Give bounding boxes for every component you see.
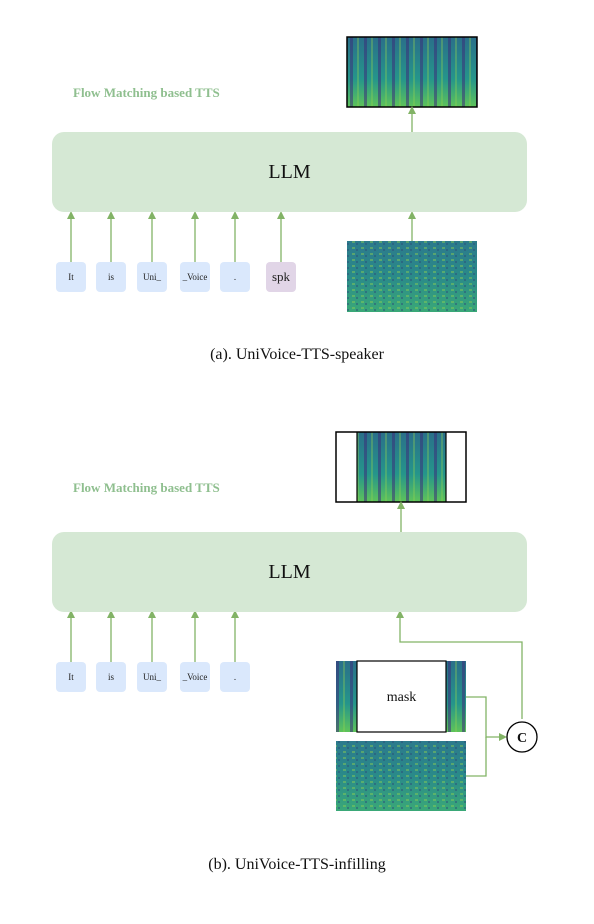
panel-b-token: Uni_	[137, 662, 167, 692]
panel-a-llm-block: LLM	[52, 132, 527, 212]
panel-b-token: .	[220, 662, 250, 692]
panel-a-token-arrows	[67, 211, 285, 262]
panel-a-llm-label: LLM	[268, 160, 311, 183]
panel-b-token-arrows	[67, 610, 239, 662]
panel-b-masked-spectrogram: mask	[336, 660, 466, 733]
panel-b-token: is	[96, 662, 126, 692]
panel-a-token: .	[220, 262, 250, 292]
panel-b-flow-label: Flow Matching based TTS	[73, 480, 220, 495]
panel-a-token: It	[56, 262, 86, 292]
panel-a-token: Uni_	[137, 262, 167, 292]
panel-a-speaker-token: spk	[266, 262, 296, 292]
panel-a-token: is	[96, 262, 126, 292]
panel-b-llm-label: LLM	[268, 560, 311, 583]
panel-b-prompt-spectrogram	[336, 741, 466, 811]
panel-b-caption: (b). UniVoice-TTS-infilling	[208, 856, 386, 873]
panel-b-output-spectrogram	[335, 431, 467, 503]
panel-a-token: _Voice	[180, 262, 210, 292]
panel-b-token: _Voice	[180, 662, 210, 692]
panel-a-flow-label: Flow Matching based TTS	[73, 85, 220, 100]
panel-a-prompt-spectrogram	[347, 241, 477, 312]
panel-b-token: It	[56, 662, 86, 692]
concat-node: C	[506, 721, 538, 753]
mask-box	[356, 660, 447, 733]
panel-b-llm-block: LLM	[52, 532, 527, 612]
concat-label: C	[517, 731, 527, 746]
panel-a-output-spectrogram	[346, 36, 478, 108]
mask-label: mask	[387, 690, 417, 705]
panel-a-caption: (a). UniVoice-TTS-speaker	[210, 346, 384, 363]
concat-connectors	[396, 610, 523, 777]
